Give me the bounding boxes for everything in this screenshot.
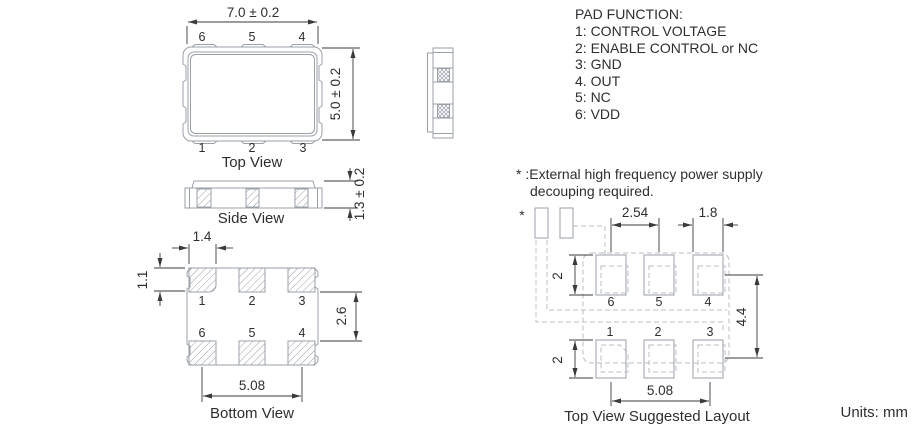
top-view-pin-2: 2	[249, 141, 256, 155]
side-view: 1.3 ± 0.2 Side View	[184, 168, 367, 227]
units-label: Units: mm	[841, 404, 909, 421]
layout-pad-5	[643, 254, 675, 296]
bottom-view-pad-1	[188, 267, 217, 293]
layout-pin-1: 1	[607, 325, 614, 339]
layout-pad-2	[643, 339, 675, 379]
top-view-width-dimension: 7.0 ± 0.2	[186, 5, 319, 44]
bottom-view-pad-6	[188, 340, 217, 366]
side-view-height-dimension: 1.3 ± 0.2	[324, 168, 367, 221]
pad-function-item-1: 1: CONTROL VOLTAGE	[575, 23, 726, 39]
bottom-view-pin-3: 3	[299, 294, 306, 308]
bottom-view-pin-1: 1	[199, 294, 206, 308]
pad-function-item-5: 5: NC	[575, 89, 611, 105]
bottom-view: 1 2 3 6 5 4 1.4 1.1 2.6	[135, 229, 362, 422]
side-view-label: Side View	[218, 210, 285, 227]
top-view-height-dimension: 5.0 ± 0.2	[322, 47, 360, 141]
end-view	[427, 47, 454, 139]
side-view-height-dim-text: 1.3 ± 0.2	[352, 168, 367, 220]
bottom-view-pitch-dimension: 5.08	[201, 367, 303, 402]
bottom-view-row-gap-dimension: 2.6	[320, 291, 362, 342]
top-view-pin-numbers: 6 5 4 1 2 3	[199, 30, 307, 155]
layout-pad-1	[595, 339, 627, 379]
pad-function-item-2: 2: ENABLE CONTROL or NC	[575, 40, 758, 56]
layout-capacitor-1	[534, 207, 549, 239]
layout-pad-height-bottom-text: 2	[550, 356, 565, 364]
layout-package-outline-overlay	[582, 252, 730, 364]
bottom-view-pad-width-dimension: 1.4	[172, 229, 233, 264]
layout-pitch-total-dimension: 5.08	[610, 382, 711, 406]
top-view-pin-6: 6	[199, 30, 206, 44]
top-view-pin-3: 3	[300, 141, 307, 155]
bottom-view-pitch-text: 5.08	[239, 378, 265, 393]
layout-star-marker: *	[519, 207, 525, 223]
side-view-pad-right	[294, 188, 309, 208]
layout-pin-2: 2	[655, 325, 662, 339]
top-view-pin-4: 4	[299, 30, 306, 44]
pad-function-title: PAD FUNCTION:	[575, 6, 683, 22]
top-view-package-outline	[182, 44, 323, 144]
layout-pad-6	[595, 254, 627, 296]
bottom-view-label: Bottom View	[210, 405, 294, 422]
layout-dashed-traces	[535, 225, 730, 364]
end-view-pad-top	[437, 68, 450, 82]
suggested-layout-label: Top View Suggested Layout	[564, 408, 751, 425]
bottom-view-pads	[188, 267, 316, 366]
bottom-view-pad-height-dimension: 1.1	[135, 253, 185, 306]
bottom-view-row-gap-text: 2.6	[334, 307, 349, 326]
bottom-view-pin-2: 2	[249, 294, 256, 308]
layout-row-span-text: 4.4	[734, 307, 749, 326]
pad-function-item-4: 4. OUT	[575, 73, 621, 89]
layout-pad-height-top-text: 2	[550, 272, 565, 280]
note-line-2: decouping required.	[530, 183, 654, 199]
top-view: 6 5 4 1 2 3 7.0 ± 0.2 5.0 ± 0.2 Top View	[182, 5, 360, 171]
decoupling-note: * :External high frequency power supply …	[516, 166, 763, 199]
layout-pin-5: 5	[656, 295, 663, 309]
bottom-view-pin-4: 4	[299, 326, 306, 340]
layout-pitch-dimension: 2.54	[610, 205, 660, 252]
bottom-view-pin-6: 6	[199, 326, 206, 340]
layout-capacitor-2	[559, 207, 574, 239]
layout-pin-4: 4	[705, 295, 712, 309]
side-view-body	[184, 180, 323, 209]
bottom-view-pin-5: 5	[249, 326, 256, 340]
top-view-label: Top View	[222, 154, 283, 171]
layout-pad-4	[692, 254, 724, 296]
top-view-pin-5: 5	[249, 30, 256, 44]
layout-pitch-text: 2.54	[622, 205, 649, 220]
bottom-view-pad-height-text: 1.1	[135, 271, 150, 290]
suggested-layout: * 6 5 4 1 2 3	[519, 205, 763, 425]
layout-pad-height-top-dimension: 2	[550, 254, 593, 296]
layout-pin-6: 6	[608, 295, 615, 309]
note-line-1: * :External high frequency power supply	[516, 166, 763, 182]
layout-pad-width-text: 1.8	[699, 205, 718, 220]
layout-row-span-dimension: 4.4	[725, 274, 763, 359]
bottom-view-pad-4	[287, 340, 316, 366]
bottom-view-pad-width-text: 1.4	[193, 229, 212, 244]
bottom-view-pad-2	[238, 267, 266, 293]
layout-pad-3	[692, 339, 724, 379]
top-view-height-dim-text: 5.0 ± 0.2	[328, 68, 343, 120]
bottom-view-pin-numbers: 1 2 3 6 5 4	[199, 294, 306, 340]
pad-function-list: PAD FUNCTION: 1: CONTROL VOLTAGE 2: ENAB…	[575, 6, 758, 122]
top-view-pin-1: 1	[199, 141, 206, 155]
bottom-view-pad-5	[238, 340, 266, 366]
layout-pin-numbers: 6 5 4 1 2 3	[607, 295, 714, 339]
layout-pad-height-bottom-dimension: 2	[550, 339, 593, 379]
side-view-pad-left	[196, 188, 212, 208]
bottom-view-pad-3	[287, 267, 316, 293]
pad-function-item-6: 6: VDD	[575, 106, 620, 122]
layout-pad-width-dimension: 1.8	[678, 205, 738, 252]
layout-pitch-total-text: 5.08	[647, 383, 673, 398]
top-view-width-dim-text: 7.0 ± 0.2	[227, 5, 279, 20]
pad-function-item-3: 3: GND	[575, 56, 622, 72]
layout-land-pads	[595, 254, 726, 379]
side-view-pad-center	[245, 188, 260, 208]
end-view-pad-bottom	[437, 104, 450, 118]
layout-pin-3: 3	[707, 325, 714, 339]
